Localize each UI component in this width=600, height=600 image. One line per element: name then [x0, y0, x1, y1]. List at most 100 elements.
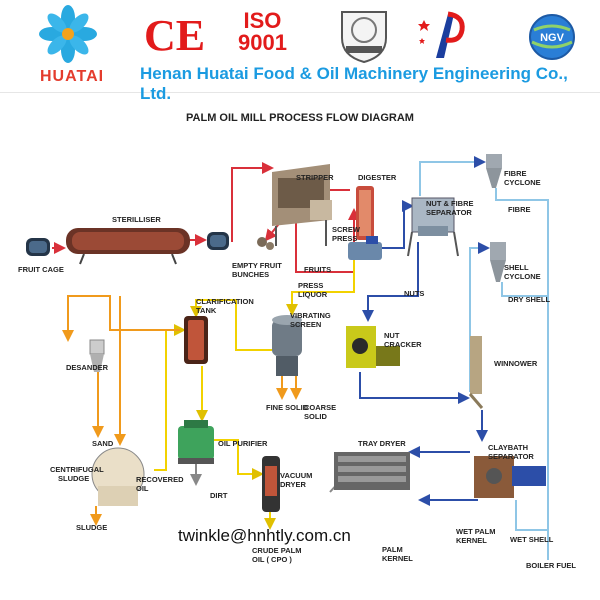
label-palm-kernel-1: PALM [382, 545, 403, 554]
label-screw-press-1: SCREW [332, 225, 361, 234]
label-shell-cyclone-2: CYCLONE [504, 272, 541, 281]
label-fruit-cage: FRUIT CAGE [18, 265, 64, 274]
label-recovered-oil-2: OIL [136, 484, 149, 493]
flow-cracker-to-winnower [359, 372, 470, 404]
label-nuts: NUTS [404, 289, 424, 298]
centrifugal-sludge-icon [91, 447, 145, 506]
label-digester: DIGESTER [358, 173, 397, 182]
nut-cracker-icon [346, 326, 400, 368]
label-centrifugal-1: CENTRIFUGAL [50, 465, 104, 474]
label-press-liquor-1: PRESS [298, 281, 323, 290]
company-name: Henan Huatai Food & Oil Machinery Engine… [140, 64, 568, 103]
label-nut-cracker-2: CRACKER [384, 340, 422, 349]
flow-screen-to-clarification [190, 299, 272, 351]
flow-fruits-to-digester [295, 208, 360, 273]
label-vacuum-dryer-2: DRYER [280, 480, 307, 489]
label-wet-shell: WET SHELL [510, 535, 554, 544]
digester-icon [356, 186, 374, 240]
claybath-separator-icon [474, 456, 546, 498]
oil-purifier-icon [178, 420, 214, 464]
label-tray-dryer: TRAY DRYER [358, 439, 406, 448]
label-coarse-solid-1: COARSE [304, 403, 336, 412]
label-fruits: FRUITS [304, 265, 331, 274]
stripper-icon [272, 164, 332, 246]
flow-nuts-to-cracker [362, 242, 419, 322]
label-sand: SAND [92, 439, 114, 448]
fruit-cage-right-icon [207, 232, 229, 250]
label-oil-purifier: OIL PURIFIER [218, 439, 268, 448]
flow-liquor-to-screen [286, 260, 355, 316]
label-wet-palm-kernel-2: KERNEL [456, 536, 487, 545]
vacuum-dryer-icon [262, 456, 280, 512]
label-fibre-cyclone-1: FIBRE [504, 169, 527, 178]
ce-mark: CE [144, 11, 206, 60]
tray-dryer-icon [334, 452, 410, 490]
steriliser-icon [66, 228, 190, 265]
label-efb-1: EMPTY FRUIT [232, 261, 282, 270]
label-fibre: FIBRE [508, 205, 531, 214]
label-desander: DESANDER [66, 363, 109, 372]
flow-press-to-separator [382, 200, 414, 249]
label-efb-2: BUNCHES [232, 270, 269, 279]
label-stripper: STRIPPER [296, 173, 334, 182]
iso-line1: ISO [243, 8, 282, 33]
label-palm-kernel-2: KERNEL [382, 554, 413, 563]
label-shell-cyclone-1: SHELL [504, 263, 529, 272]
label-vibrating-1: VIBRATING [290, 311, 331, 320]
label-wet-palm-kernel-1: WET PALM [456, 527, 495, 536]
flow-to-desander [62, 295, 180, 342]
label-separator-1: NUT & FIBRE [426, 199, 474, 208]
label-centrifugal-2: SLUDGE [58, 474, 89, 483]
header-banner: HUATAI CE ISO 9001 NGV Henan Huatai Food… [0, 0, 600, 103]
label-cpo-2: OIL ( CPO ) [252, 555, 292, 564]
label-clarification-1: CLARIFICATION [196, 297, 254, 306]
ngv-text: NGV [540, 32, 565, 44]
label-boiler-fuel: BOILER FUEL [526, 561, 576, 570]
clarification-tank-icon [184, 316, 208, 364]
brand-name: HUATAI [40, 68, 105, 85]
fruit-cage-left-icon [26, 238, 50, 256]
contact-email: twinkle@hnhtly.com.cn [178, 526, 351, 545]
label-sterilliser: STERILLISER [112, 215, 161, 224]
label-claybath-1: CLAYBATH [488, 443, 528, 452]
label-claybath-2: SEPARATOR [488, 452, 534, 461]
label-dirt: DIRT [210, 491, 228, 500]
flow-to-fibre-cyclone [419, 156, 486, 196]
label-winnower: WINNOWER [494, 359, 538, 368]
certification-pa-logo-icon [418, 11, 465, 58]
label-dry-shell: DRY SHELL [508, 295, 551, 304]
nut-fibre-separator-icon [407, 197, 459, 257]
shell-cyclone-icon [490, 242, 506, 282]
winnower-icon [468, 336, 484, 409]
huatai-logo: HUATAI [28, 4, 108, 88]
bureau-veritas-seal-icon [341, 11, 387, 64]
label-coarse-solid-2: SOLID [304, 412, 328, 421]
label-separator-2: SEPARATOR [426, 208, 472, 217]
vibrating-screen-icon [272, 315, 302, 376]
screw-press-icon [348, 236, 382, 260]
fibre-cyclone-icon [486, 154, 502, 188]
label-nut-cracker-1: NUT [384, 331, 400, 340]
flow-purifier-to-vacuum [212, 439, 264, 480]
flow-to-stripper [231, 162, 274, 242]
flower-logo-icon [39, 5, 97, 63]
label-fibre-cyclone-2: CYCLONE [504, 178, 541, 187]
flow-fibre-to-boiler [495, 188, 549, 560]
label-recovered-oil-1: RECOVERED [136, 475, 184, 484]
label-screw-press-2: PRESS [332, 234, 357, 243]
label-vibrating-2: SCREEN [290, 320, 321, 329]
desander-icon [89, 339, 105, 372]
empty-fruit-bunches-icon [257, 237, 274, 250]
label-vacuum-dryer-1: VACUUM [280, 471, 312, 480]
diagram-title: PALM OIL MILL PROCESS FLOW DIAGRAM [186, 112, 414, 124]
label-fine-solid: FINE SOLID [266, 403, 309, 412]
label-sludge: SLUDGE [76, 523, 107, 532]
label-press-liquor-2: LIQUOR [298, 290, 328, 299]
label-clarification-2: TANK [196, 306, 217, 315]
flow-dry-shell [501, 282, 548, 297]
ngv-globe-icon: NGV [529, 14, 575, 60]
label-cpo-1: CRUDE PALM [252, 546, 301, 555]
flow-wet-shell [515, 500, 548, 531]
iso-9001-mark: ISO 9001 [238, 10, 287, 54]
